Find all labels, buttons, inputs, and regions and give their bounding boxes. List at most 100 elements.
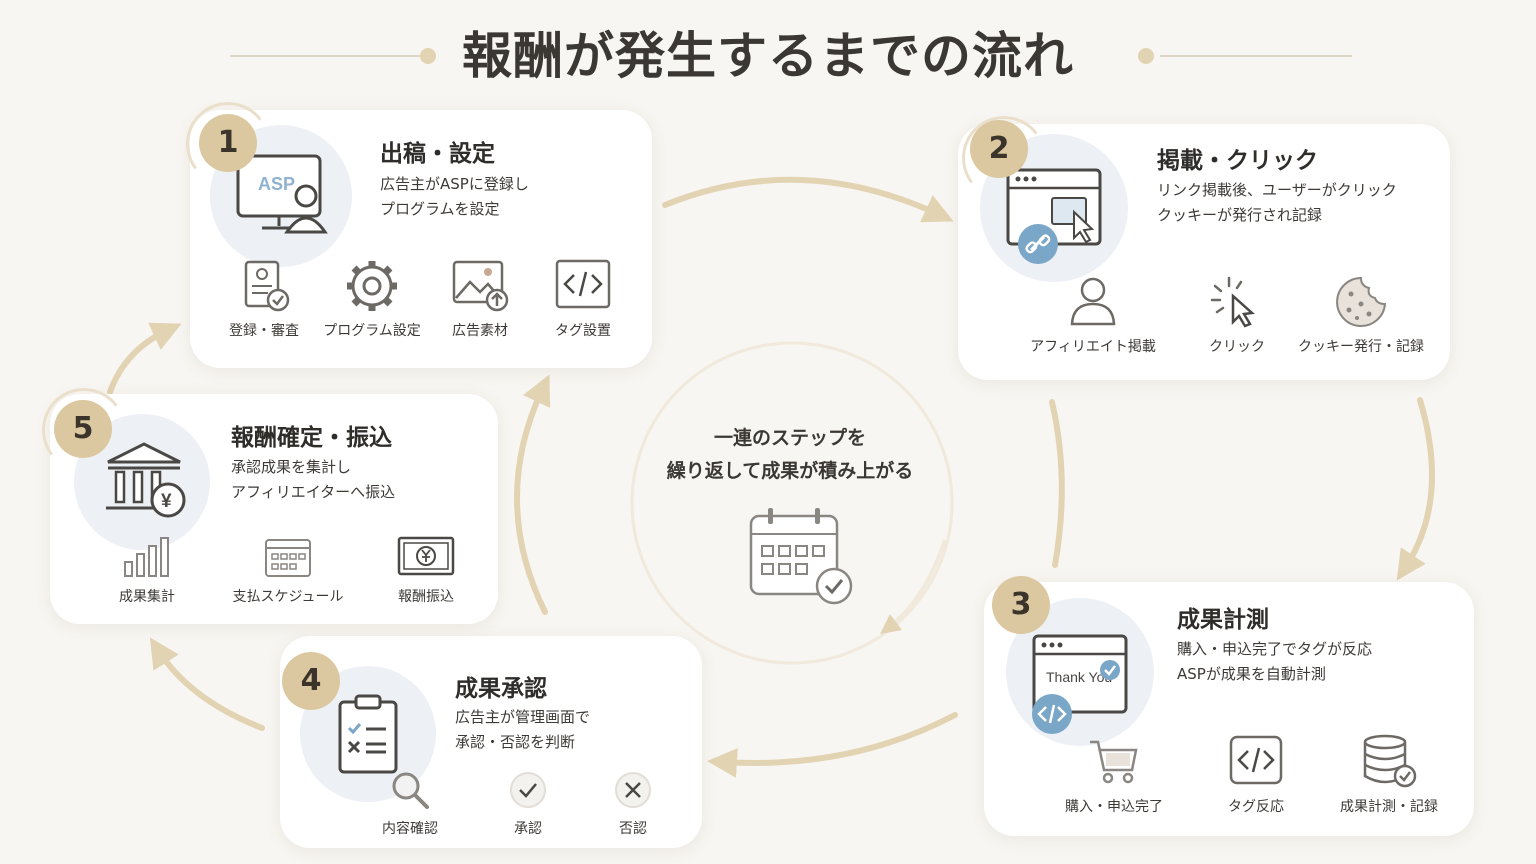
step-3-desc-line-2: ASPが成果を自動計測: [1177, 665, 1326, 683]
doc-check-icon: [244, 260, 290, 312]
yen-symbol: ¥: [161, 491, 172, 512]
step-4-desc-line-2: 承認・否認を判断: [455, 733, 576, 751]
bank-yen-icon: ¥: [106, 442, 186, 518]
center-line-1: 一連のステップを: [713, 427, 866, 449]
center-message: 一連のステップを 繰り返して成果が積み上がる: [640, 422, 940, 488]
arrow-2-inner: [1049, 399, 1065, 568]
step-1-desc: 広告主がASPに登録し プログラムを設定: [380, 172, 529, 222]
step-4-badge: 4: [282, 652, 340, 710]
thank-you-text: Thank You: [1046, 669, 1112, 685]
asp-monitor-icon: ASP: [236, 154, 328, 234]
code-tag-icon: [1229, 735, 1283, 785]
step-3-item-2-label: タグ反応: [1228, 799, 1284, 815]
arrow-2-to-3: [1396, 397, 1435, 581]
step-2-desc-line-2: クッキーが発行され記録: [1157, 206, 1323, 224]
step-5-badge: 5: [54, 400, 112, 458]
step-3-item-1-label: 購入・申込完了: [1065, 799, 1163, 815]
step-2-title: 掲載・クリック: [1157, 148, 1318, 174]
step-2-item-1: アフィリエイト掲載: [1028, 274, 1158, 356]
banknote-icon: [397, 536, 455, 576]
step-2-item-3-label: クッキー発行・記録: [1298, 339, 1424, 355]
arrow-5-to-1: [107, 322, 182, 395]
step-5-title: 報酬確定・振込: [231, 425, 392, 451]
step-2-item-2: クリック: [1172, 274, 1302, 356]
step-5-item-3: 報酬振込: [361, 534, 491, 606]
cursor-click-icon: [1210, 276, 1255, 328]
step-5-item-2: 支払スケジュール: [223, 534, 353, 606]
step-5-item-2-label: 支払スケジュール: [232, 589, 344, 605]
title-dot-left: [420, 48, 436, 64]
step-4-title: 成果承認: [455, 676, 547, 702]
check-circle-icon: [510, 772, 546, 808]
step-1-badge: 1: [199, 114, 257, 172]
step-4-item-2-label: 承認: [514, 821, 542, 837]
magnifier-icon: [392, 772, 429, 809]
center-ring: [630, 341, 954, 665]
step-1-item-3: 広告素材: [415, 258, 545, 340]
arrow-4-to-5: [149, 637, 265, 731]
step-1-desc-line-1: 広告主がASPに登録し: [380, 175, 529, 193]
step-3-item-3: 成果計測・記録: [1324, 734, 1454, 816]
step-5-desc-line-2: アフィリエイターへ振込: [231, 483, 396, 501]
step-1-desc-line-2: プログラムを設定: [380, 200, 500, 218]
arrow-3-to-4: [707, 712, 958, 778]
cookie-icon: [1336, 276, 1387, 327]
step-2-desc-line-1: リンク掲載後、ユーザーがクリック: [1157, 181, 1397, 199]
step-1-item-2: プログラム設定: [307, 258, 437, 340]
title-line-left: [230, 55, 420, 57]
step-3-item-1: 購入・申込完了: [1049, 734, 1179, 816]
step-3-desc: 購入・申込完了でタグが反応 ASPが成果を自動計測: [1177, 637, 1372, 687]
step-4-desc-line-1: 広告主が管理画面で: [455, 708, 591, 726]
step-4-item-2: 承認: [463, 768, 593, 838]
step-1-item-1: 登録・審査: [199, 258, 329, 340]
title-line-right: [1160, 55, 1352, 57]
center-ring-arrow: [880, 539, 947, 635]
center-line-2: 繰り返して成果が積み上がる: [666, 460, 914, 482]
page-title: 報酬が発生するまでの流れ: [462, 27, 1074, 85]
step-1-item-4: タグ設置: [518, 258, 648, 340]
step-2-item-1-label: アフィリエイト掲載: [1030, 339, 1156, 355]
step-1-item-1-label: 登録・審査: [229, 323, 299, 339]
arrow-1-to-2: [662, 176, 954, 223]
step-3-item-3-label: 成果計測・記録: [1340, 799, 1438, 815]
x-circle-icon: [615, 772, 651, 808]
step-4-item-3-label: 否認: [619, 821, 647, 837]
step-2-item-3: クッキー発行・記録: [1296, 274, 1426, 356]
cart-icon: [1090, 740, 1138, 784]
step-5-desc-line-1: 承認成果を集計し: [231, 458, 352, 476]
calendar-icon: [265, 539, 311, 577]
step-5-desc: 承認成果を集計し アフィリエイターへ振込: [231, 455, 395, 505]
step-4-item-3: 否認: [568, 768, 698, 838]
step-1-title: 出稿・設定: [380, 141, 495, 167]
step-4-desc: 広告主が管理画面で 承認・否認を判断: [455, 705, 590, 755]
step-2-desc: リンク掲載後、ユーザーがクリック クッキーが発行され記録: [1157, 178, 1397, 228]
step-4-item-1-label: 内容確認: [382, 821, 438, 837]
step-3-title: 成果計測: [1177, 607, 1269, 633]
asp-text: ASP: [258, 174, 295, 194]
calendar-check-icon: [749, 508, 853, 605]
step-5-item-1: 成果集計: [82, 534, 212, 606]
step-3-desc-line-1: 購入・申込完了でタグが反応: [1177, 640, 1373, 658]
step-1-item-4-label: タグ設置: [555, 323, 611, 339]
code-tag-icon: [555, 259, 611, 309]
clipboard-checklist-icon: [338, 694, 398, 774]
title-dot-right: [1138, 48, 1154, 64]
step-2-item-2-label: クリック: [1209, 339, 1265, 355]
browser-click-icon: [1006, 168, 1102, 264]
bar-chart-icon: [124, 537, 169, 577]
thank-you-browser-icon: Thank You: [1032, 634, 1128, 734]
step-5-item-3-label: 報酬振込: [398, 589, 454, 605]
step-5-item-1-label: 成果集計: [119, 589, 175, 605]
database-check-icon: [1363, 734, 1417, 788]
gear-icon: [347, 261, 397, 311]
step-4-item-1: 内容確認: [345, 768, 475, 838]
step-1-item-3-label: 広告素材: [452, 323, 508, 339]
step-1-item-2-label: プログラム設定: [323, 323, 421, 339]
step-3-item-2: タグ反応: [1191, 734, 1321, 816]
image-upload-icon: [452, 260, 509, 312]
title-area: 報酬が発生するまでの流れ: [0, 20, 1536, 92]
step-3-badge: 3: [992, 576, 1050, 634]
arrow-4-up: [514, 374, 551, 615]
person-icon: [1070, 277, 1116, 326]
